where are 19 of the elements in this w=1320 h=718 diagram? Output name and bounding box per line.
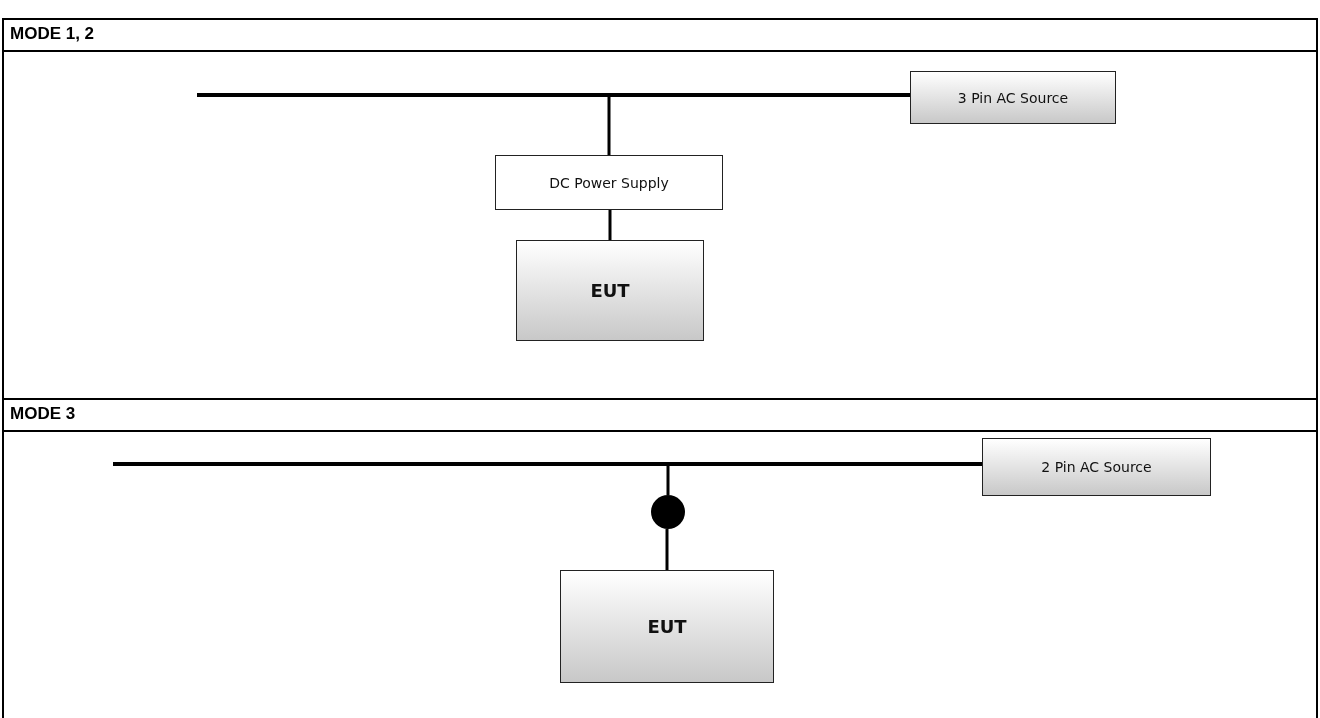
box-label: 3 Pin AC Source: [957, 89, 1069, 106]
device-box: [516, 240, 704, 341]
power-supply-box: [495, 155, 723, 210]
power-cable-line: [665, 529, 669, 570]
mode-heading: MODE 1, 2: [10, 24, 95, 44]
junction-dot: [651, 495, 685, 529]
power-cable-line: [607, 93, 910, 155]
box-label: 2 Pin AC Source: [1041, 459, 1152, 475]
box-label: DC Power Supply: [549, 174, 669, 191]
power-cable-line: [197, 93, 910, 97]
power-source-box: [910, 71, 1116, 124]
device-box: [560, 570, 774, 683]
power-cable-line: [666, 462, 982, 495]
power-cable-line: [608, 210, 612, 240]
power-cable-line: [113, 462, 982, 466]
mode-heading: MODE 3: [10, 404, 76, 424]
power-source-box: [982, 438, 1211, 496]
box-label: EUT: [647, 616, 687, 637]
box-label: EUT: [590, 280, 630, 301]
